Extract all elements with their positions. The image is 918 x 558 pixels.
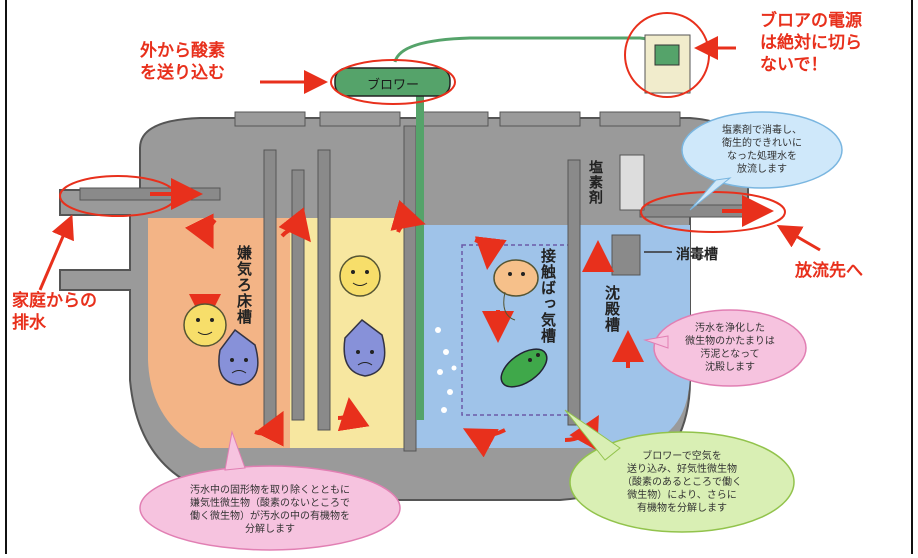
label-chlorine: 塩素剤 [587, 160, 603, 205]
microbe-yellow-2 [339, 255, 381, 297]
air-bubbles [435, 327, 457, 413]
label-contact-tank: 接触ばっ気槽 [539, 248, 557, 344]
blower [334, 67, 451, 97]
chlorine-dispenser [619, 154, 645, 211]
arrow-discharge [776, 224, 821, 252]
label-settling-tank: 沈殿槽 [603, 285, 621, 333]
label-blower-power: ブロアの電源 は絶対に切ら ないで！ [760, 11, 862, 75]
microbe-blue-2 [343, 318, 386, 377]
aerobic-chamber [414, 225, 690, 449]
microbe-yellow-1 [183, 303, 227, 347]
text-cloud-right: 汚水を浄化した 微生物のかたまりは 汚泥となって 沈殿します [685, 323, 775, 373]
label-disinfection-tank: 消毒槽 [676, 247, 718, 263]
cloud-top-right [681, 111, 843, 211]
text-cloud-bottom-right: ブロワーで空気を 送り込み、好気性微生物 （酸素のあるところで働く 微生物）によ… [622, 451, 742, 514]
label-air-in: 外から酸素 を送り込む [140, 41, 225, 83]
label-household: 家庭からの 排水 [12, 291, 97, 333]
microbe-green [500, 348, 548, 388]
cloud-right [643, 309, 807, 387]
blower-circle [330, 59, 456, 105]
label-anaerobic-tank: 嫌気ろ床槽 [235, 245, 253, 325]
arrow-household [38, 214, 74, 291]
cloud-bottom-left [139, 430, 401, 551]
microbe-blue-1 [218, 328, 259, 386]
label-blower: ブロワー [366, 78, 419, 93]
cloud-bottom-right [564, 409, 795, 533]
label-discharge: 放流先へ [795, 261, 863, 281]
microbe-peach [493, 259, 539, 321]
plug [654, 44, 680, 66]
text-cloud-top-right: 塩素剤で消毒し、 衛生的できれいに なった処理水を 放流します [722, 125, 802, 175]
text-cloud-bottom-left: 汚水中の固形物を取り除くとともに 嫌気性微生物（酸素のないところで 働く微生物）… [190, 485, 350, 535]
